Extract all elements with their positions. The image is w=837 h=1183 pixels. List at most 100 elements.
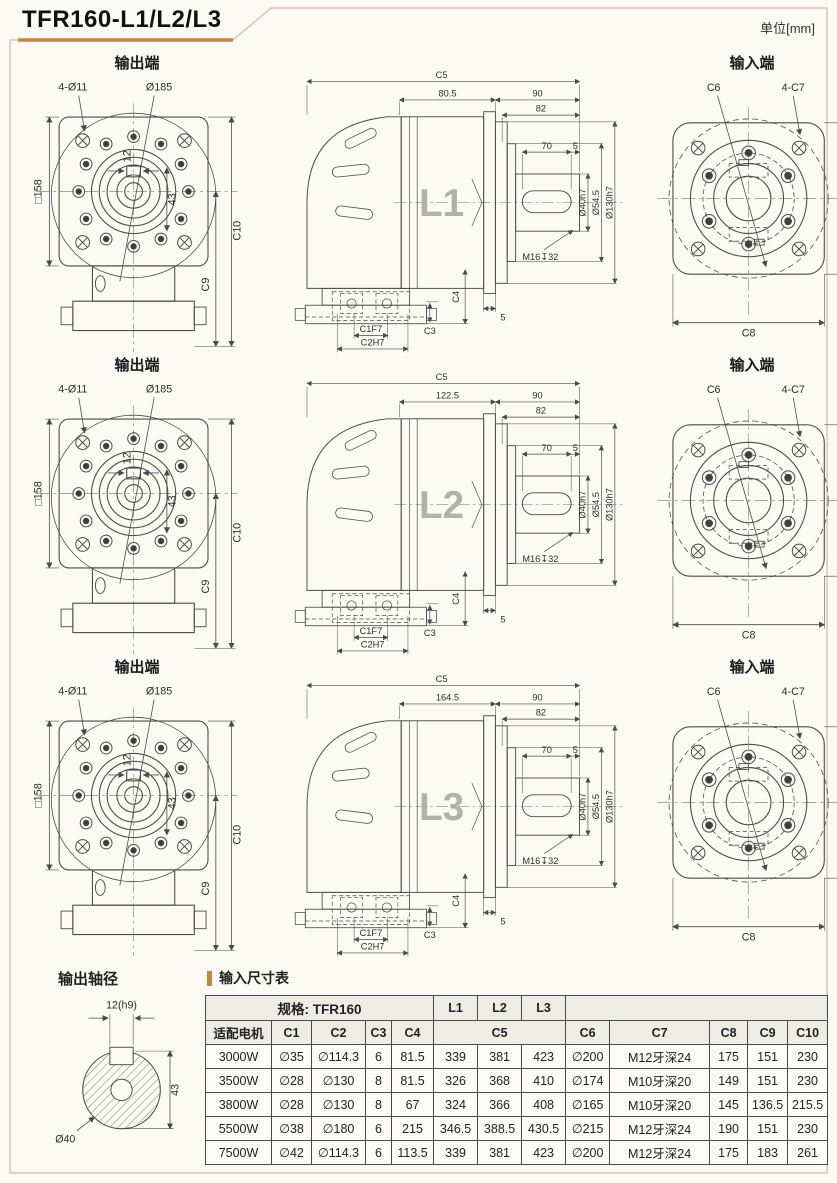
col-header-c5: C5 xyxy=(433,1020,567,1045)
model-watermark: L2 xyxy=(419,484,464,527)
c4-label: C4 xyxy=(451,895,461,907)
dimension-cell: ∅35 xyxy=(271,1044,312,1069)
dim-5-flange-label: 5 xyxy=(500,312,505,322)
dimension-cell: 339 xyxy=(433,1044,479,1069)
c4-label: C4 xyxy=(451,291,461,303)
dimension-cell: ∅200 xyxy=(565,1044,611,1069)
dimension-cell: 6 xyxy=(365,1044,392,1069)
dimension-cell: 8 xyxy=(365,1092,392,1117)
flange-body xyxy=(50,414,217,634)
c3-label: C3 xyxy=(424,628,436,638)
shaft-dia-label: Ø40h7 xyxy=(577,189,587,217)
corner-holes xyxy=(690,140,807,257)
leaders xyxy=(717,699,803,872)
centerlines xyxy=(657,107,837,319)
dim-82-label: 82 xyxy=(536,104,546,114)
output-end-drawing: 4-Ø11 Ø185 □158 C10 C9 12 43 xyxy=(33,686,243,957)
shaft-section-title: 输出轴径 xyxy=(58,971,119,988)
dimension-cell: 151 xyxy=(747,1044,789,1069)
dim-5-shaft-label: 5 xyxy=(573,745,578,755)
variant-header-l1: L1 xyxy=(433,995,479,1021)
input-end-drawing: C6 4-C7 C8 C8 xyxy=(657,82,837,339)
c5-label: C5 xyxy=(436,70,448,80)
dimension-cell: 113.5 xyxy=(390,1140,435,1165)
variant-header-l3: L3 xyxy=(521,995,567,1021)
dimension-cell: 175 xyxy=(709,1140,749,1165)
model-watermark: L1 xyxy=(419,182,464,225)
dimension-cell: M10牙深20 xyxy=(609,1068,711,1093)
shaft-dia-label: Ø40h7 xyxy=(577,491,587,519)
pedestal xyxy=(294,589,437,627)
c2-label: C2H7 xyxy=(361,942,385,952)
dimension-lines xyxy=(45,116,236,348)
c8-horizontal-label: C8 xyxy=(742,629,756,641)
dimension-lines xyxy=(306,682,618,956)
c10-label: C10 xyxy=(231,523,243,543)
c4-label: C4 xyxy=(451,593,461,605)
dim-5-flange-label: 5 xyxy=(500,614,505,624)
dimension-lines xyxy=(45,418,236,650)
key-width-label: 12(h9) xyxy=(106,999,137,1011)
c3-label: C3 xyxy=(424,930,436,940)
drawing-row: 输出端 xyxy=(12,354,837,656)
dimension-cell: ∅174 xyxy=(565,1068,611,1093)
input-end-drawing: C6 4-C7 C8 C8 xyxy=(657,384,837,641)
tap-label: M16↧32 xyxy=(522,252,558,262)
dimension-cell: 324 xyxy=(433,1092,479,1117)
motor-cell: 3000W xyxy=(205,1044,272,1069)
square-dim-label: □158 xyxy=(33,481,45,505)
col-header-c2: C2 xyxy=(311,1020,366,1045)
input-end-view: 输入端 xyxy=(638,656,837,960)
dimension-cell: 136.5 xyxy=(747,1092,789,1117)
dimension-cell: M12牙深24 xyxy=(609,1116,711,1141)
drawing-row: 输出端 xyxy=(12,656,837,958)
output-end-title: 输出端 xyxy=(114,659,160,676)
dimension-cell: 81.5 xyxy=(390,1068,435,1093)
page-title: TFR160-L1/L2/L3 xyxy=(22,6,222,33)
c6-label: C6 xyxy=(707,82,721,94)
keyway-width-label: 12 xyxy=(122,754,134,766)
dimension-cell: ∅180 xyxy=(311,1116,366,1141)
output-end-view: 输出端 xyxy=(12,52,262,358)
model-watermark: L3 xyxy=(419,786,464,829)
pedestal xyxy=(294,891,437,929)
bottom-section: 输出轴径 xyxy=(12,962,829,1165)
dimension-cell: 183 xyxy=(747,1140,789,1165)
c1-label: C1F7 xyxy=(360,928,383,938)
dimension-lines xyxy=(672,424,837,629)
drawing-rows: 输出端 xyxy=(12,52,837,958)
side-view: L2 xyxy=(262,354,638,656)
dim-82-label: 82 xyxy=(536,406,546,416)
keyway-height-label: 43 xyxy=(167,193,179,205)
shaft-dia-label: Ø40h7 xyxy=(577,793,587,821)
shaft-dia-callout: Ø40 xyxy=(55,1133,75,1145)
leaders xyxy=(717,397,803,570)
dim-70-label: 70 xyxy=(542,443,552,453)
holes-label: 4-Ø11 xyxy=(58,686,87,698)
dim-82-label: 82 xyxy=(536,708,546,718)
c9-label: C9 xyxy=(200,580,212,594)
gearbox-body xyxy=(306,111,581,294)
keyway-width-label: 12 xyxy=(122,452,134,464)
side-view: L1 xyxy=(262,52,638,354)
dimension-cell: 215.5 xyxy=(787,1092,829,1117)
leaders xyxy=(78,95,155,282)
bolt-circle-label: Ø185 xyxy=(146,82,172,94)
dimension-cell: ∅42 xyxy=(271,1140,312,1165)
spec-label: 规格: TFR160 xyxy=(204,995,435,1021)
segment-length-label: 80.5 xyxy=(438,89,456,99)
input-end-view: 输入端 xyxy=(638,52,837,356)
dimension-cell: ∅114.3 xyxy=(311,1140,366,1165)
side-view: L3 xyxy=(262,656,638,958)
col-header-c3: C3 xyxy=(365,1020,392,1045)
dimension-cell: M10牙深20 xyxy=(609,1092,711,1117)
side-view-drawing: L2 xyxy=(294,372,624,655)
dimension-lines xyxy=(306,380,618,654)
dimension-cell: 408 xyxy=(521,1092,567,1117)
dimension-cell: 346.5 xyxy=(433,1116,479,1141)
motor-cell: 7500W xyxy=(205,1140,272,1165)
input-bolt-ring xyxy=(701,749,796,856)
